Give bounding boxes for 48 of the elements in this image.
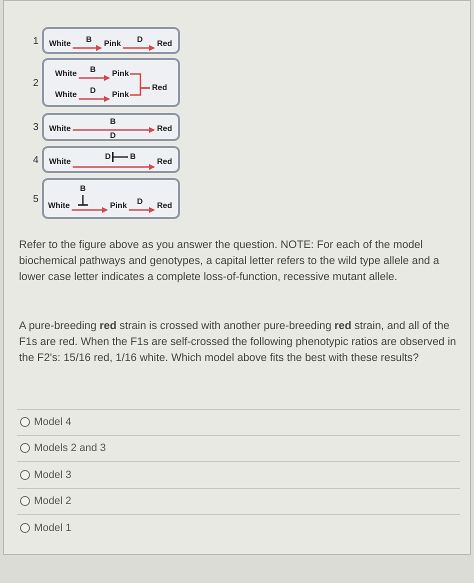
pathway-text: Red (157, 157, 172, 167)
radio-option: Models 2 and 3 (20, 441, 106, 455)
gene-label: D (110, 131, 116, 141)
radio-option: Model 1 (20, 521, 72, 535)
pathway-text: Pink (112, 90, 129, 100)
radio-option: Model 2 (20, 494, 72, 508)
edge-label: B (86, 35, 92, 45)
question-text: Refer to the figure above as you answer the question. NOTE: For each of the model biochemical pathways and genotypes, a capital letter refers to the wild type allele and a lower case letter indicates a complete loss-of-function, recessive mutant allele. (19, 238, 440, 285)
arrow (72, 164, 155, 170)
pathway-text: White (55, 90, 77, 100)
pathway-text: White (48, 201, 70, 211)
pathway-text: White (55, 69, 77, 79)
pathway-text: D (105, 152, 111, 162)
arrow (78, 96, 110, 102)
arrow (72, 207, 108, 213)
radio-option: Model 3 (20, 468, 72, 482)
inhibition-line (77, 195, 89, 206)
inhibition-line (112, 151, 128, 163)
pathway-text: White (49, 124, 71, 134)
edge-label: D (137, 197, 143, 207)
radio-option: Model 4 (20, 415, 72, 429)
pathway-text: B (130, 152, 136, 162)
pathway-text: White (49, 157, 71, 167)
model-number: 1 (33, 36, 39, 47)
bracket-line (130, 87, 150, 96)
arrow (72, 45, 102, 51)
edge-label: D (137, 35, 143, 45)
edge-label: B (110, 117, 116, 127)
pathway-text: B (80, 184, 86, 194)
pathway-text: Pink (112, 69, 129, 79)
pathway-text: Red (157, 39, 172, 49)
model-number: 2 (33, 78, 39, 89)
arrow (122, 45, 155, 51)
model-number: 3 (33, 122, 39, 133)
model-number: 5 (33, 194, 39, 205)
question-text: A pure-breeding red strain is crossed with another pure-breeding red strain, and all of the F1s are red. When the F1s are self-crossed the following phenotypic ratios are observed in the F2's: 15/16 red, 1/16 white. Which model above fits the best with these results? (19, 319, 458, 366)
edge-label: D (90, 86, 96, 96)
model-number: 4 (33, 155, 39, 166)
pathway-text: Red (157, 201, 172, 211)
edge-label: B (90, 65, 96, 75)
pathway-text: Red (152, 83, 168, 93)
arrow (72, 127, 155, 133)
pathway-text: Pink (110, 201, 127, 211)
pathway-text: Pink (104, 39, 121, 49)
arrow (128, 207, 155, 213)
pathway-text: Red (157, 124, 172, 134)
pathway-text: White (49, 39, 71, 49)
arrow (78, 75, 110, 81)
